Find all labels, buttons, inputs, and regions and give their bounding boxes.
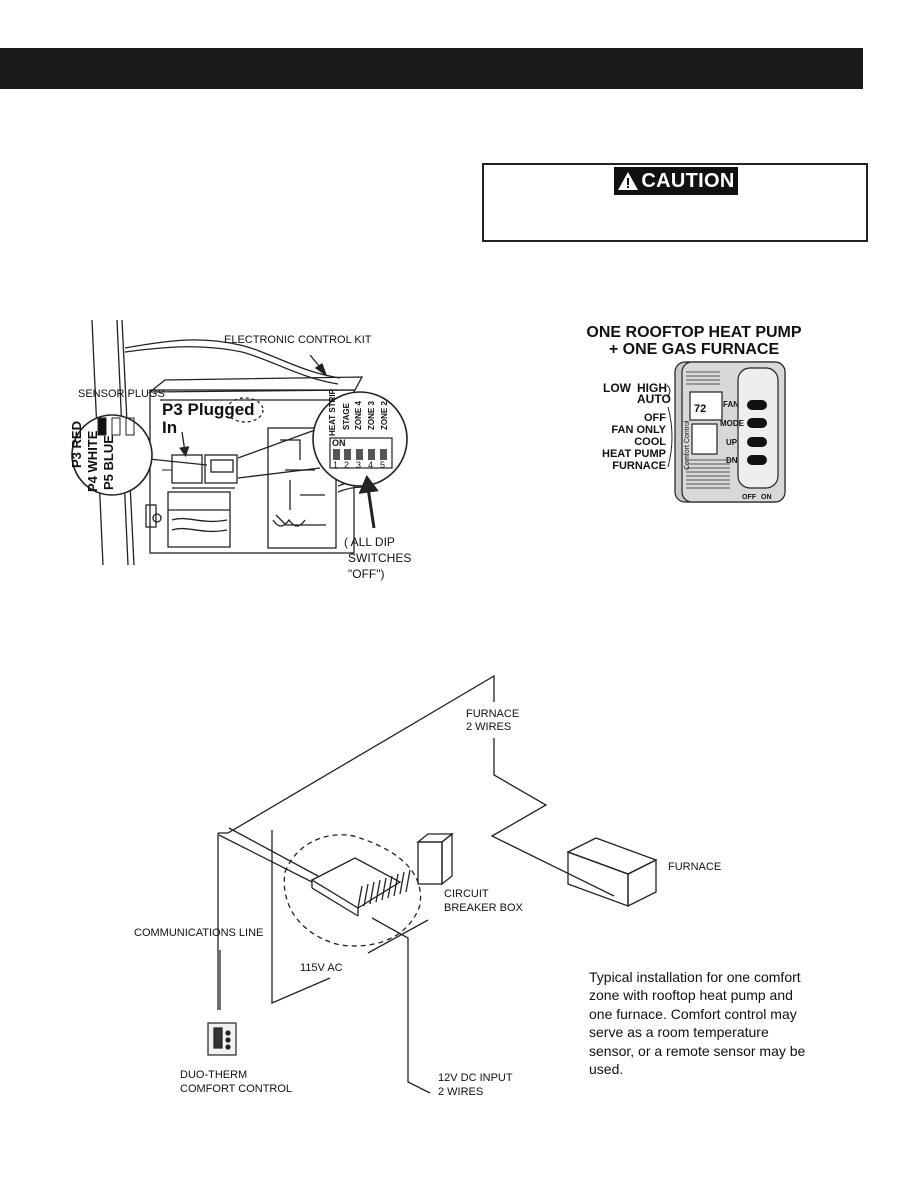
dip-label-1: HEAT STRIP xyxy=(328,389,337,436)
mode-furnace-label: FURNACE xyxy=(612,460,666,472)
display-temp: 72 xyxy=(694,403,707,415)
furnace-wires-label-2: 2 WIRES xyxy=(466,721,512,733)
control-buttons xyxy=(747,400,767,465)
dip-num-2: 2 xyxy=(344,460,350,470)
button-up-label: UP xyxy=(726,438,738,447)
warning-icon xyxy=(618,172,639,190)
mode-off-label: OFF xyxy=(644,412,666,424)
dip-note-2: SWITCHES xyxy=(348,551,412,565)
ac-115-label: 115V AC xyxy=(300,962,343,974)
circuit-breaker-label-2: BREAKER BOX xyxy=(444,902,523,914)
dip-num-5: 5 xyxy=(380,460,386,470)
fig2-title-1: ONE ROOFTOP HEAT PUMP xyxy=(586,324,802,341)
button-fan-label: FAN xyxy=(723,400,739,409)
furnace-wires-label-1: FURNACE xyxy=(466,708,520,720)
mode-fan-only-label: FAN ONLY xyxy=(611,424,666,436)
header-bar xyxy=(0,48,863,89)
dc-input-label-1: 12V DC INPUT xyxy=(438,1072,513,1084)
duo-therm-label-2: COMFORT CONTROL xyxy=(180,1083,293,1095)
fan-auto-label: AUTO xyxy=(637,392,671,406)
plug-p5-label: P5 BLUE xyxy=(101,435,116,490)
dip-label-4: ZONE 3 xyxy=(367,401,376,430)
duo-therm-device xyxy=(207,1022,237,1056)
circuit-breaker-label-1: CIRCUIT xyxy=(444,888,489,900)
fan-low-label: LOW xyxy=(603,381,631,395)
p3-in-label: In xyxy=(162,418,178,437)
button-mode-label: MODE xyxy=(720,419,744,428)
dip-num-1: 1 xyxy=(333,460,339,470)
dc-input-label-2: 2 WIRES xyxy=(438,1086,484,1098)
caution-box: CAUTION xyxy=(482,163,868,242)
switch-on-label: ON xyxy=(761,494,772,501)
dip-note-1: ( ALL DIP xyxy=(344,535,395,549)
caution-badge: CAUTION xyxy=(614,167,738,195)
dip-on-label: ON xyxy=(332,438,346,448)
dip-label-3: ZONE 4 xyxy=(354,401,363,430)
dip-label-2: STAGE xyxy=(342,403,351,430)
dip-num-3: 3 xyxy=(356,460,362,470)
switch-off-label: OFF xyxy=(742,494,756,501)
furnace-label: FURNACE xyxy=(668,861,722,873)
mode-cool-label: COOL xyxy=(634,436,666,448)
installation-caption: Typical installation for one comfort zon… xyxy=(589,969,806,1078)
caution-label: CAUTION xyxy=(641,169,735,192)
duo-therm-label-1: DUO-THERM xyxy=(180,1069,248,1081)
p3-plugged-label: P3 Plugged xyxy=(162,400,255,419)
communications-line-label: COMMUNICATIONS LINE xyxy=(134,927,264,939)
dip-num-4: 4 xyxy=(368,460,374,470)
sensor-plugs-label: SENSOR PLUGS xyxy=(78,388,165,400)
mode-heat-pump-label: HEAT PUMP xyxy=(602,448,666,460)
plug-p4-label: P4 WHITE xyxy=(85,430,100,492)
button-dn-label: DN xyxy=(726,456,738,465)
electronic-control-kit-label: ELECTRONIC CONTROL KIT xyxy=(224,334,372,346)
plug-p3-label: P3 RED xyxy=(69,421,84,468)
fig2-title-2: + ONE GAS FURNACE xyxy=(608,341,780,358)
dip-switch-bank xyxy=(333,449,387,460)
fan-high-label: HIGH xyxy=(637,381,667,395)
dip-note-3: "OFF") xyxy=(348,567,385,581)
brand-label: Comfort Control xyxy=(684,420,691,470)
dip-label-5: ZONE 2 xyxy=(380,401,389,430)
